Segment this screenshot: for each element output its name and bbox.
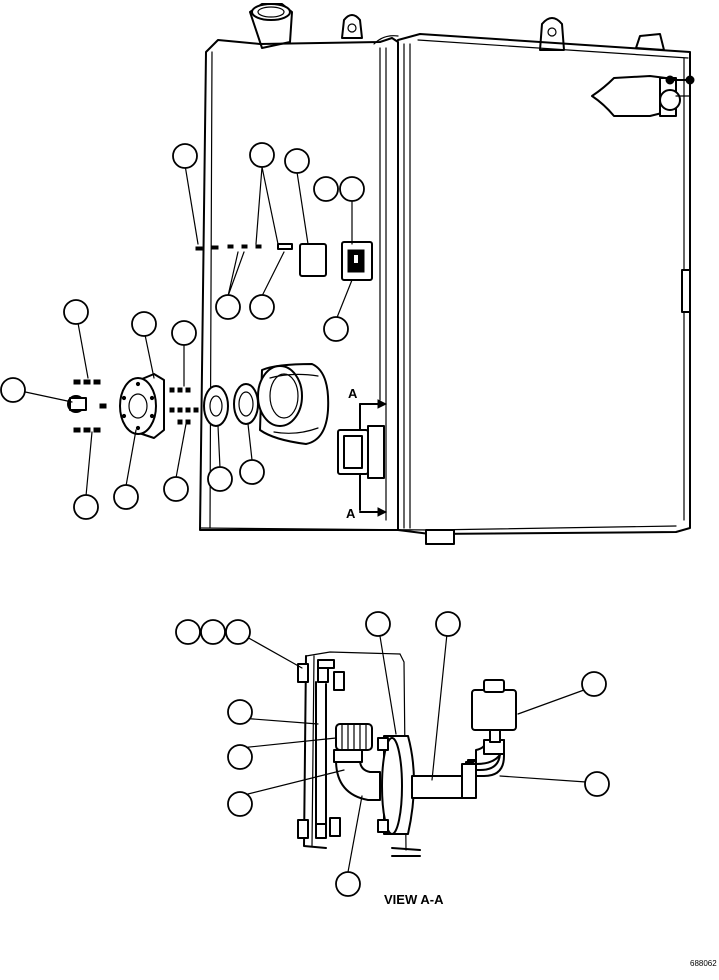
callout-bubble xyxy=(435,611,461,637)
callout-bubble xyxy=(113,484,139,510)
callout-bubble xyxy=(175,619,201,645)
hydraulic-tank xyxy=(199,3,695,545)
section-marker: A A xyxy=(337,386,388,521)
callout-bubble xyxy=(215,294,241,320)
callout-bubble xyxy=(313,176,339,202)
callout-bubble xyxy=(284,148,310,174)
view-label: VIEW A-A xyxy=(384,892,444,907)
callout-bubble xyxy=(584,771,610,797)
callout-bubble xyxy=(335,871,361,897)
callout-bubble xyxy=(249,294,275,320)
callout-bubble xyxy=(207,466,233,492)
section-label-top: A xyxy=(348,386,358,401)
callout-bubble xyxy=(227,791,253,817)
view-a-a-assembly xyxy=(297,651,517,857)
leader-lines xyxy=(15,164,587,873)
suction-flange-assembly xyxy=(67,363,330,445)
callout-bubble xyxy=(249,142,275,168)
callout-bubble xyxy=(581,671,607,697)
callout-bubble xyxy=(227,744,253,770)
drawing-number: 688062 xyxy=(690,959,717,968)
callout-bubble xyxy=(171,320,197,346)
callout-bubble xyxy=(163,476,189,502)
section-label-bottom: A xyxy=(346,506,356,521)
flange-bolts-left xyxy=(73,379,107,433)
fastener-row xyxy=(195,243,293,251)
flange-bolts-right xyxy=(169,387,199,425)
callout-bubble xyxy=(63,299,89,325)
callout-bubble xyxy=(131,311,157,337)
callout-bubble xyxy=(200,619,226,645)
callout-bubble xyxy=(0,377,26,403)
callout-bubble xyxy=(239,459,265,485)
callout-bubble xyxy=(339,176,365,202)
callout-bubble xyxy=(365,611,391,637)
callout-bubble xyxy=(225,619,251,645)
callout-bubble xyxy=(323,316,349,342)
callout-bubbles xyxy=(0,142,610,897)
callout-bubble xyxy=(172,143,198,169)
callout-bubble xyxy=(227,699,253,725)
level-sensor-assembly xyxy=(195,241,373,281)
callout-bubble xyxy=(73,494,99,520)
